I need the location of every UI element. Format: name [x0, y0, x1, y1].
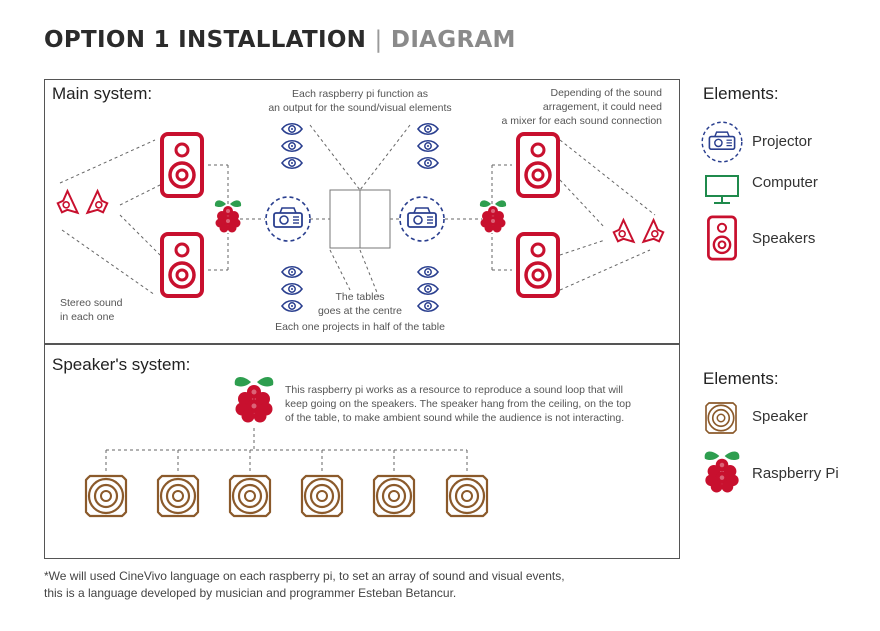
page-title: OPTION 1 INSTALLATION | DIAGRAM: [44, 27, 516, 53]
tables-note-line-1: The tables: [335, 291, 385, 303]
table-icon: [329, 189, 391, 249]
projects-note: Each one projects in half of the table: [275, 321, 445, 333]
stereo-speakers-icon-right: [609, 219, 668, 249]
speakers-system-label: Speaker's system:: [52, 355, 191, 374]
legend-computer-label: Computer: [752, 174, 818, 191]
round-speaker-icon: [84, 474, 128, 518]
stereo-note-line-2: in each one: [60, 311, 115, 323]
speakers-system-note-line-1: This raspberry pi works as a resource to…: [285, 384, 623, 396]
stereo-note-line-1: Stereo sound: [60, 297, 123, 309]
speaker-box-icon: [160, 132, 204, 198]
stereo-note: Stereo sound in each one: [60, 296, 180, 324]
title-sub: DIAGRAM: [390, 27, 516, 53]
pi-function-note-line-1: Each raspberry pi function as: [292, 88, 428, 100]
stereo-speakers-icon-left: [53, 190, 112, 220]
eye-icons-left-top: [281, 122, 303, 170]
projector-icon: [399, 196, 445, 242]
speaker-box-icon: [516, 132, 560, 198]
legend-bottom-heading: Elements:: [703, 369, 779, 388]
round-speaker-icon: [300, 474, 344, 518]
pi-function-note: Each raspberry pi function as an output …: [250, 87, 470, 115]
footnote-line-1: *We will used CineVivo language on each …: [44, 569, 565, 583]
legend-speaker-icon: [705, 402, 737, 434]
legend-speakers-icon: [707, 215, 737, 261]
legend-speakers-label: Speakers: [752, 230, 816, 247]
speakers-system-note-line-2: keep going on the speakers. The speaker …: [285, 398, 631, 410]
round-speaker-icon: [445, 474, 489, 518]
legend-speaker-label: Speaker: [752, 408, 808, 425]
round-speaker-icon: [156, 474, 200, 518]
mixer-note-line-1: Depending of the sound: [550, 87, 662, 99]
speakers-system-panel: [44, 344, 680, 559]
tables-note: The tables goes at the centre: [300, 290, 420, 318]
mixer-note: Depending of the sound arragement, it co…: [490, 86, 662, 128]
eye-icons-left-bottom: [281, 265, 303, 313]
legend-projector-icon: [701, 121, 743, 163]
speaker-box-icon: [160, 232, 204, 298]
speakers-system-note: This raspberry pi works as a resource to…: [285, 383, 675, 425]
speaker-box-icon: [516, 232, 560, 298]
title-separator: |: [374, 27, 383, 53]
main-system-label: Main system:: [52, 84, 153, 103]
legend-raspberry-pi-label: Raspberry Pi: [752, 465, 839, 482]
mixer-note-line-3: a mixer for each sound connection: [501, 115, 662, 127]
projector-icon: [265, 196, 311, 242]
main-system-panel: [44, 79, 680, 344]
legend-raspberry-pi-icon: [704, 451, 740, 493]
speaker-tree-lines: [105, 428, 468, 472]
round-speaker-icon: [228, 474, 272, 518]
main-connections: [59, 124, 656, 301]
raspberry-pi-icon: [479, 200, 507, 233]
mixer-note-line-2: arragement, it could need: [542, 101, 662, 113]
raspberry-pi-icon: [214, 200, 242, 233]
legend-computer-icon: [705, 175, 739, 204]
tables-note-line-2: goes at the centre: [317, 305, 403, 317]
legend-top-heading: Elements:: [703, 84, 779, 103]
title-main: OPTION 1 INSTALLATION: [44, 27, 367, 53]
eye-icons-right-bottom: [417, 265, 439, 313]
pi-function-note-line-2: an output for the sound/visual elements: [268, 102, 452, 114]
footnote-line-2: this is a language developed by musician…: [44, 586, 457, 600]
round-speaker-icon: [372, 474, 416, 518]
legend-projector-label: Projector: [752, 133, 813, 150]
raspberry-pi-icon: [234, 376, 274, 423]
speakers-system-note-line-3: of the table, to make ambient sound whil…: [285, 412, 625, 424]
footnote: *We will used CineVivo language on each …: [44, 568, 744, 602]
eye-icons-right-top: [417, 122, 439, 170]
